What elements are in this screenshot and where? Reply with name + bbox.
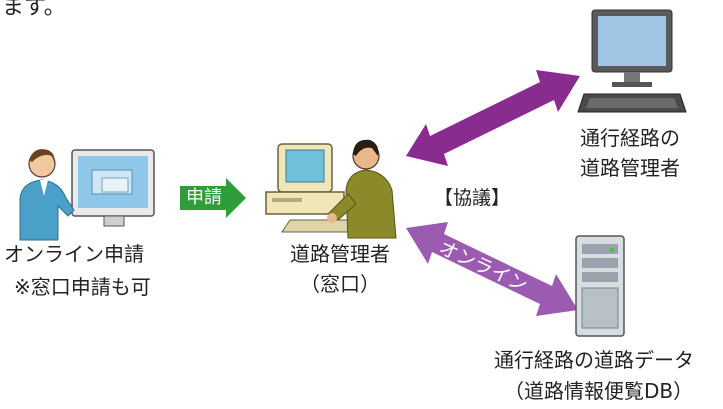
database-label-line1: 通行経路の道路データ <box>494 348 694 372</box>
apply-arrow-label: 申請 <box>186 187 222 208</box>
top-caption: ます。 <box>2 0 66 20</box>
office-label-line1: 道路管理者 <box>290 242 390 266</box>
route-manager-label-line2: 道路管理者 <box>580 156 680 180</box>
applicant-illustration <box>19 149 155 241</box>
consult-label: 【協議】 <box>434 187 511 209</box>
office-label-line2: （窓口） <box>300 272 380 296</box>
online-arrow-top <box>406 70 580 166</box>
database-server <box>575 235 625 337</box>
apply-arrow <box>180 178 246 218</box>
applicant-label: オンライン申請 <box>4 242 144 266</box>
route-manager-label-line1: 通行経路の <box>580 126 680 150</box>
applicant-note: ※窓口申請も可 <box>14 275 151 299</box>
online-arrow-bottom <box>406 222 578 316</box>
route-manager-computer <box>577 9 687 113</box>
office-illustration <box>265 139 397 239</box>
database-label-line2: （道路情報便覧DB） <box>504 379 694 403</box>
